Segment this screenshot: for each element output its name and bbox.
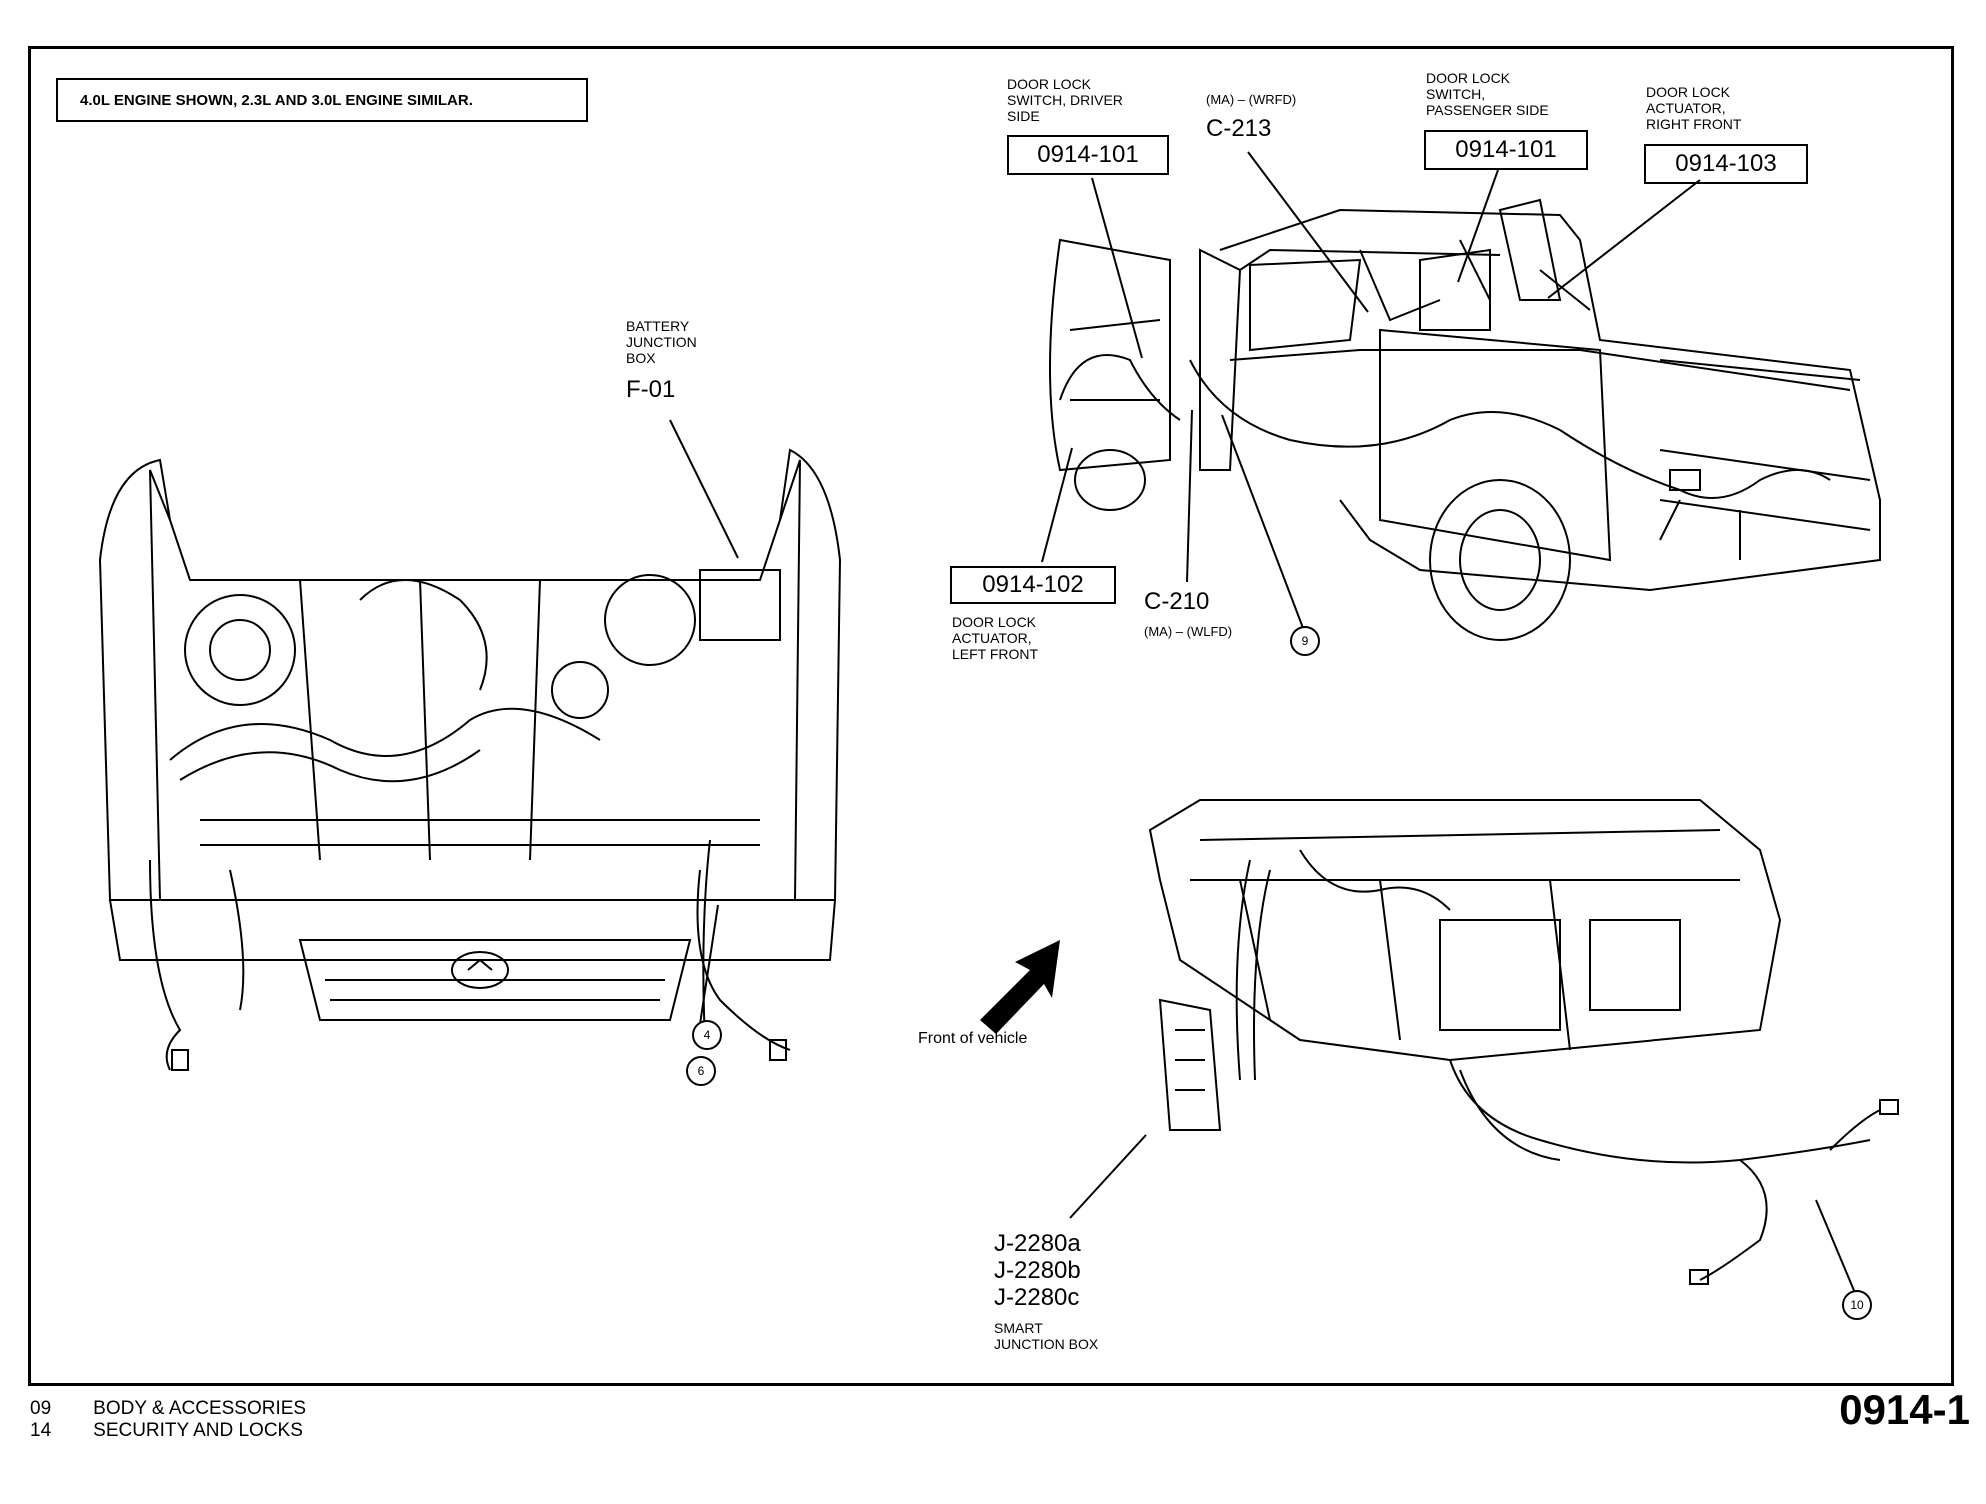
label-line: BATTERY bbox=[626, 318, 690, 334]
truck-drawing bbox=[1049, 198, 1881, 641]
junction-code: J-2280a bbox=[994, 1230, 1081, 1257]
label-line: ACTUATOR, bbox=[952, 630, 1032, 646]
section-title: BODY & ACCESSORIES bbox=[93, 1398, 307, 1419]
engine-bay-drawing bbox=[98, 448, 842, 1071]
door-lock-actuator-left-label: DOOR LOCK ACTUATOR, LEFT FRONT bbox=[952, 614, 1038, 662]
label-line: PASSENGER SIDE bbox=[1426, 102, 1549, 118]
label-line: DOOR LOCK bbox=[1646, 84, 1731, 100]
smart-junction-box-codes: J-2280a J-2280b J-2280c bbox=[994, 1230, 1081, 1311]
callout-4: 4 bbox=[692, 1020, 722, 1050]
page-number: 0914-1 bbox=[1839, 1386, 1970, 1433]
label-line: SWITCH, DRIVER bbox=[1007, 92, 1123, 108]
battery-junction-box-label: BATTERY JUNCTION BOX bbox=[626, 318, 697, 366]
front-of-vehicle-label: Front of vehicle bbox=[918, 1030, 1028, 1047]
part-box-0914-103: 0914-103 bbox=[1644, 144, 1808, 184]
battery-junction-box-code: F-01 bbox=[626, 376, 676, 403]
footer-row: 09 BODY & ACCESSORIES bbox=[30, 1398, 306, 1420]
diagram-frame bbox=[28, 46, 1954, 1386]
label-line: LEFT FRONT bbox=[952, 646, 1039, 662]
callout-9: 9 bbox=[1290, 626, 1320, 656]
door-lock-actuator-right-label: DOOR LOCK ACTUATOR, RIGHT FRONT bbox=[1646, 84, 1741, 132]
label-line: RIGHT FRONT bbox=[1646, 116, 1742, 132]
door-lock-switch-passenger-label: DOOR LOCK SWITCH, PASSENGER SIDE bbox=[1426, 70, 1549, 118]
label-line: DOOR LOCK bbox=[952, 614, 1037, 630]
label-line: SWITCH, bbox=[1426, 86, 1486, 102]
label-line: DOOR LOCK bbox=[1426, 70, 1511, 86]
direction-arrow-icon bbox=[980, 940, 1060, 1034]
engine-note: 4.0L ENGINE SHOWN, 2.3L AND 3.0L ENGINE … bbox=[56, 78, 588, 122]
callout-10: 10 bbox=[1842, 1290, 1872, 1320]
leader-lines bbox=[669, 151, 1859, 1301]
callout-6: 6 bbox=[686, 1056, 716, 1086]
label-line: ACTUATOR, bbox=[1646, 100, 1726, 116]
footer-section: 09 BODY & ACCESSORIES 14 SECURITY AND LO… bbox=[30, 1398, 306, 1442]
part-box-0914-101-driver: 0914-101 bbox=[1007, 135, 1169, 175]
label-line: JUNCTION bbox=[626, 334, 697, 350]
section-number: 14 bbox=[30, 1420, 52, 1441]
section-title: SECURITY AND LOCKS bbox=[93, 1420, 303, 1441]
label-line: SMART bbox=[994, 1320, 1043, 1336]
section-number: 09 bbox=[30, 1398, 52, 1419]
c210-subtitle: (MA) – (WLFD) bbox=[1144, 624, 1233, 639]
label-line: BOX bbox=[626, 350, 656, 366]
junction-code: J-2280b bbox=[994, 1257, 1081, 1284]
label-line: JUNCTION BOX bbox=[994, 1336, 1099, 1352]
door-lock-switch-driver-label: DOOR LOCK SWITCH, DRIVER SIDE bbox=[1007, 76, 1123, 124]
footer-row: 14 SECURITY AND LOCKS bbox=[30, 1420, 306, 1442]
part-box-0914-102: 0914-102 bbox=[950, 566, 1116, 604]
c213-code: C-213 bbox=[1206, 115, 1272, 142]
part-box-0914-101-passenger: 0914-101 bbox=[1424, 130, 1588, 170]
smart-junction-box-label: SMART JUNCTION BOX bbox=[994, 1320, 1098, 1352]
c210-code: C-210 bbox=[1144, 588, 1210, 615]
dashboard-drawing bbox=[1148, 799, 1899, 1285]
junction-code: J-2280c bbox=[994, 1284, 1080, 1311]
c213-subtitle: (MA) – (WRFD) bbox=[1206, 92, 1297, 107]
label-line: DOOR LOCK bbox=[1007, 76, 1092, 92]
label-line: SIDE bbox=[1007, 108, 1040, 124]
